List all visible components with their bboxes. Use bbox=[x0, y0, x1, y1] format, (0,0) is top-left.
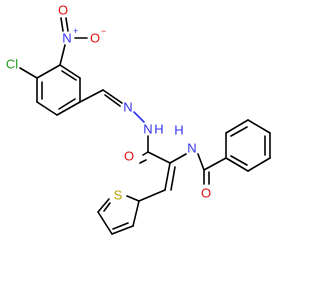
hydrazide-hydrogen-atom: H bbox=[154, 122, 163, 137]
chlorine-atom: Cl bbox=[6, 57, 18, 72]
molecule-structure-diagram: Cl N + O O − N N H O N H S O bbox=[6, 3, 271, 235]
bond bbox=[203, 157, 227, 171]
bond bbox=[247, 157, 271, 172]
bond bbox=[147, 151, 171, 164]
bond-inner bbox=[58, 98, 76, 110]
nitro-oxygen-charge: − bbox=[101, 26, 106, 36]
nitro-oxygen-right-atom: O bbox=[90, 31, 100, 46]
bond-inner bbox=[61, 70, 77, 81]
bond-n-c bbox=[197, 153, 205, 171]
nitro-oxygen-top-atom: O bbox=[58, 3, 68, 18]
bond-no bbox=[60, 17, 64, 32]
bond bbox=[36, 64, 61, 79]
thiophene-ring bbox=[97, 195, 140, 235]
bond-cl bbox=[19, 67, 38, 79]
bond bbox=[56, 101, 81, 116]
sulfur-atom: S bbox=[114, 188, 123, 203]
amide-nitrogen-atom: N bbox=[187, 141, 196, 156]
bond-ch-n-double bbox=[104, 94, 121, 107]
bond bbox=[225, 119, 249, 134]
bond-nitro bbox=[59, 44, 66, 66]
bond-c-o bbox=[142, 151, 149, 156]
bond bbox=[79, 89, 104, 103]
bond bbox=[225, 157, 249, 172]
bond-c-c-double bbox=[170, 166, 176, 191]
bond bbox=[111, 225, 134, 235]
chloronitrophenyl-ring bbox=[36, 64, 81, 116]
bond bbox=[97, 198, 110, 213]
bond bbox=[247, 119, 271, 134]
bond-inner bbox=[230, 126, 248, 137]
bond bbox=[59, 64, 81, 79]
bond bbox=[126, 195, 140, 202]
bond-no-double bbox=[65, 17, 69, 32]
bond bbox=[138, 189, 166, 202]
bond-n-n bbox=[133, 111, 145, 123]
bond-c-nh bbox=[169, 153, 187, 164]
bond-c-c bbox=[164, 162, 171, 191]
carbonyl-oxygen-atom: O bbox=[124, 149, 134, 164]
hydrazide-nitrogen-atom: N bbox=[143, 122, 152, 137]
molecule-svg: Cl N + O O − N N H O N H S O bbox=[6, 3, 271, 235]
amide-hydrogen-atom: H bbox=[174, 123, 183, 138]
bond-inner bbox=[230, 155, 248, 166]
nitro-nitrogen-atom: N bbox=[62, 31, 71, 46]
bond-inner bbox=[103, 202, 111, 212]
bond-c-o-double bbox=[139, 159, 147, 164]
benzamide-oxygen-atom: O bbox=[201, 186, 211, 201]
bond bbox=[132, 200, 140, 227]
nitro-nitrogen-charge: + bbox=[73, 26, 78, 36]
hydrazone-nitrogen-atom: N bbox=[123, 100, 132, 115]
bond-ch-n bbox=[102, 89, 123, 104]
phenyl-ring bbox=[225, 119, 271, 172]
bond-inner bbox=[112, 222, 129, 230]
bond bbox=[36, 101, 58, 116]
bond bbox=[97, 211, 113, 235]
